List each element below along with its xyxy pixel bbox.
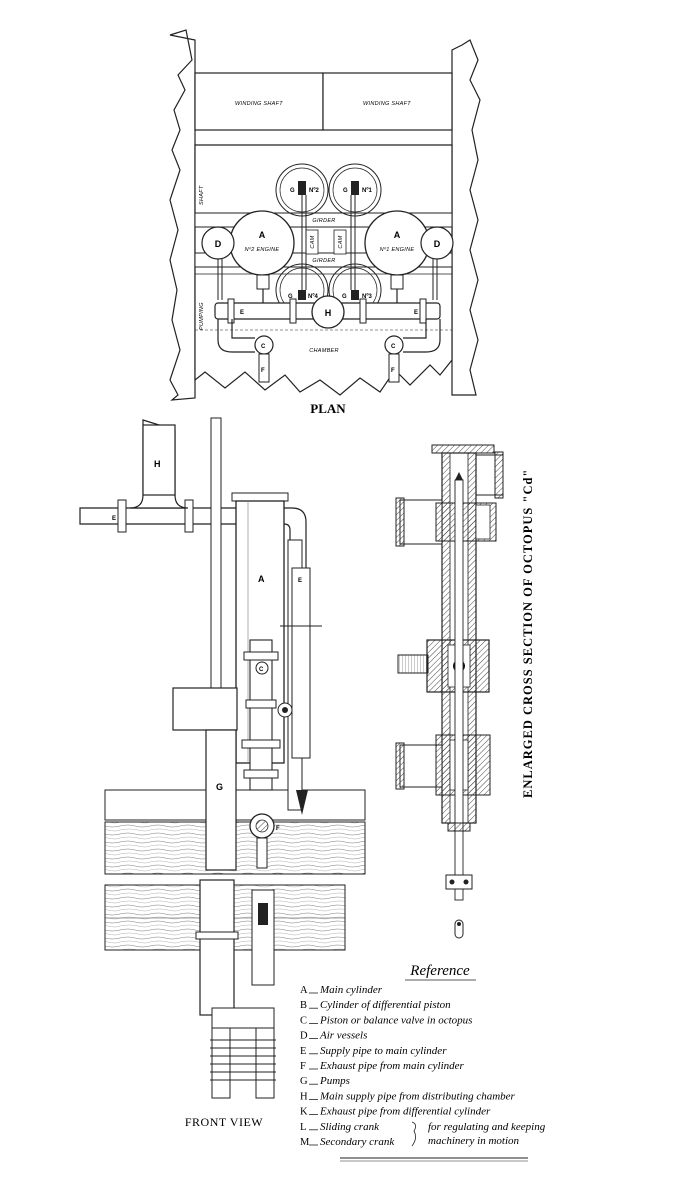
plan-view: WINDING SHAFT WINDING SHAFT GIRDER GIRDE… (169, 29, 481, 416)
plan-left-wall (169, 29, 196, 401)
reference-row: E Supply pipe to main cylinder (300, 1045, 447, 1057)
reference-bracket (411, 1121, 416, 1147)
reference-text: Piston or balance valve in octopus (319, 1014, 472, 1026)
main-supply-pipe-H: H (129, 419, 189, 509)
cross-section-title: ENLARGED CROSS SECTION OF OCTOPUS "Cd" (521, 469, 535, 798)
pumping-label: PUMPING (199, 302, 205, 330)
octopus-assembly: C (241, 639, 293, 791)
svg-text:Nº1 ENGINE: Nº1 ENGINE (380, 246, 415, 253)
reference-text: Sliding crank (320, 1121, 380, 1133)
chamber-label: CHAMBER (309, 348, 339, 354)
reference-text: Cylinder of differential piston (320, 999, 451, 1011)
svg-text:A: A (258, 574, 265, 584)
winding-shaft-left-box (194, 72, 324, 131)
svg-text:C: C (259, 667, 264, 673)
svg-text:Nº2 ENGINE: Nº2 ENGINE (245, 246, 280, 253)
svg-text:G: G (343, 188, 348, 194)
pumping-chamber-outline (194, 144, 453, 396)
girder-bottom-label: GIRDER (312, 258, 335, 264)
svg-text:G: G (342, 294, 347, 300)
reference-key: H (300, 1091, 308, 1102)
girder-top-label: GIRDER (312, 218, 335, 224)
shaft-label: SHAFT (199, 185, 205, 205)
octopus-cross-section: ENLARGED CROSS SECTION OF OCTOPUS "Cd" (395, 444, 535, 939)
reference-key: D (300, 1031, 308, 1042)
svg-text:E: E (298, 578, 302, 584)
svg-text:G: G (288, 294, 293, 300)
plan-right-wall (451, 39, 481, 396)
svg-text:H: H (325, 308, 332, 318)
reference-key: L (300, 1122, 306, 1133)
reference-row: G Pumps (300, 1075, 350, 1087)
cam-blocks: CAM CAM (305, 229, 347, 255)
reference-row: M Secondary crank (300, 1136, 395, 1148)
plan-air-vessels: D D (201, 226, 454, 300)
front-view: E H A E G (79, 417, 366, 1129)
svg-text:G: G (216, 782, 223, 792)
svg-text:G: G (290, 188, 295, 194)
svg-text:D: D (434, 239, 441, 249)
plan-supply-pipe: H E E (214, 274, 441, 329)
plan-title: PLAN (310, 401, 346, 416)
reference-row: F Exhaust pipe from main cylinder (300, 1060, 465, 1072)
svg-text:A: A (259, 230, 266, 240)
reference-row: B Cylinder of differential piston (300, 999, 451, 1011)
pump-G: G (172, 687, 239, 1016)
reference-text: Exhaust pipe from main cylinder (319, 1060, 465, 1072)
svg-text:Nº4: Nº4 (308, 294, 319, 300)
reference-text: Air vessels (319, 1030, 367, 1042)
winding-shaft-right-box (322, 72, 453, 131)
svg-text:Nº1: Nº1 (362, 188, 373, 194)
plan-exhaust: C C F F (217, 319, 441, 383)
svg-text:CAM: CAM (338, 235, 344, 248)
lower-pump-rods (210, 889, 276, 1099)
svg-text:C: C (261, 344, 266, 350)
reference-row: K Exhaust pipe from differential cylinder (300, 1106, 491, 1118)
reference-key: B (300, 1000, 307, 1011)
reference-heading: Reference (409, 963, 470, 979)
svg-text:H: H (154, 459, 161, 469)
reference-row: D Air vessels (300, 1030, 367, 1042)
exhaust-pipe-F: E (280, 539, 322, 815)
svg-text:E: E (240, 310, 244, 316)
reference-text: Pumps (319, 1075, 350, 1087)
reference-bracket-note-1: for regulating and keeping (428, 1121, 546, 1133)
svg-text:C: C (391, 344, 396, 350)
svg-text:E: E (112, 516, 116, 522)
svg-text:F: F (391, 368, 395, 374)
reference-key: E (300, 1046, 306, 1057)
svg-text:CAM: CAM (310, 235, 316, 248)
winding-shaft-right-label: WINDING SHAFT (363, 101, 411, 107)
exhaust-valve-F: F (249, 813, 280, 869)
svg-text:D: D (215, 239, 222, 249)
reference-row: H Main supply pipe from distributing cham… (300, 1090, 516, 1102)
svg-text:A: A (394, 230, 401, 240)
reference-key: F (300, 1061, 306, 1072)
reference-text: Secondary crank (320, 1136, 395, 1148)
svg-text:Nº2: Nº2 (309, 188, 320, 194)
winding-shaft-left-label: WINDING SHAFT (235, 101, 283, 107)
reference-key: M (300, 1137, 310, 1148)
reference-bracket-note-2: machinery in motion (428, 1135, 520, 1147)
reference-text: Supply pipe to main cylinder (320, 1045, 447, 1057)
reference-key: C (300, 1015, 307, 1026)
reference-key: G (300, 1076, 308, 1087)
svg-text:F: F (261, 368, 265, 374)
reference-text: Main cylinder (319, 984, 383, 996)
reference-row: C Piston or balance valve in octopus (300, 1014, 472, 1026)
reference-key: K (300, 1107, 308, 1118)
svg-text:F: F (276, 826, 280, 832)
svg-text:Nº3: Nº3 (362, 294, 373, 300)
reference-text: Exhaust pipe from differential cylinder (319, 1106, 491, 1118)
reference-row: L Sliding crank (300, 1121, 380, 1133)
svg-text:E: E (414, 310, 418, 316)
plan-pumps: G Nº2 G Nº1 G Nº4 G Nº3 (275, 163, 382, 317)
reference-text: Main supply pipe from distributing chamb… (319, 1090, 516, 1102)
reference-key: A (300, 985, 308, 996)
front-view-title: FRONT VIEW (185, 1115, 263, 1129)
reference-row: A Main cylinder (300, 984, 383, 996)
